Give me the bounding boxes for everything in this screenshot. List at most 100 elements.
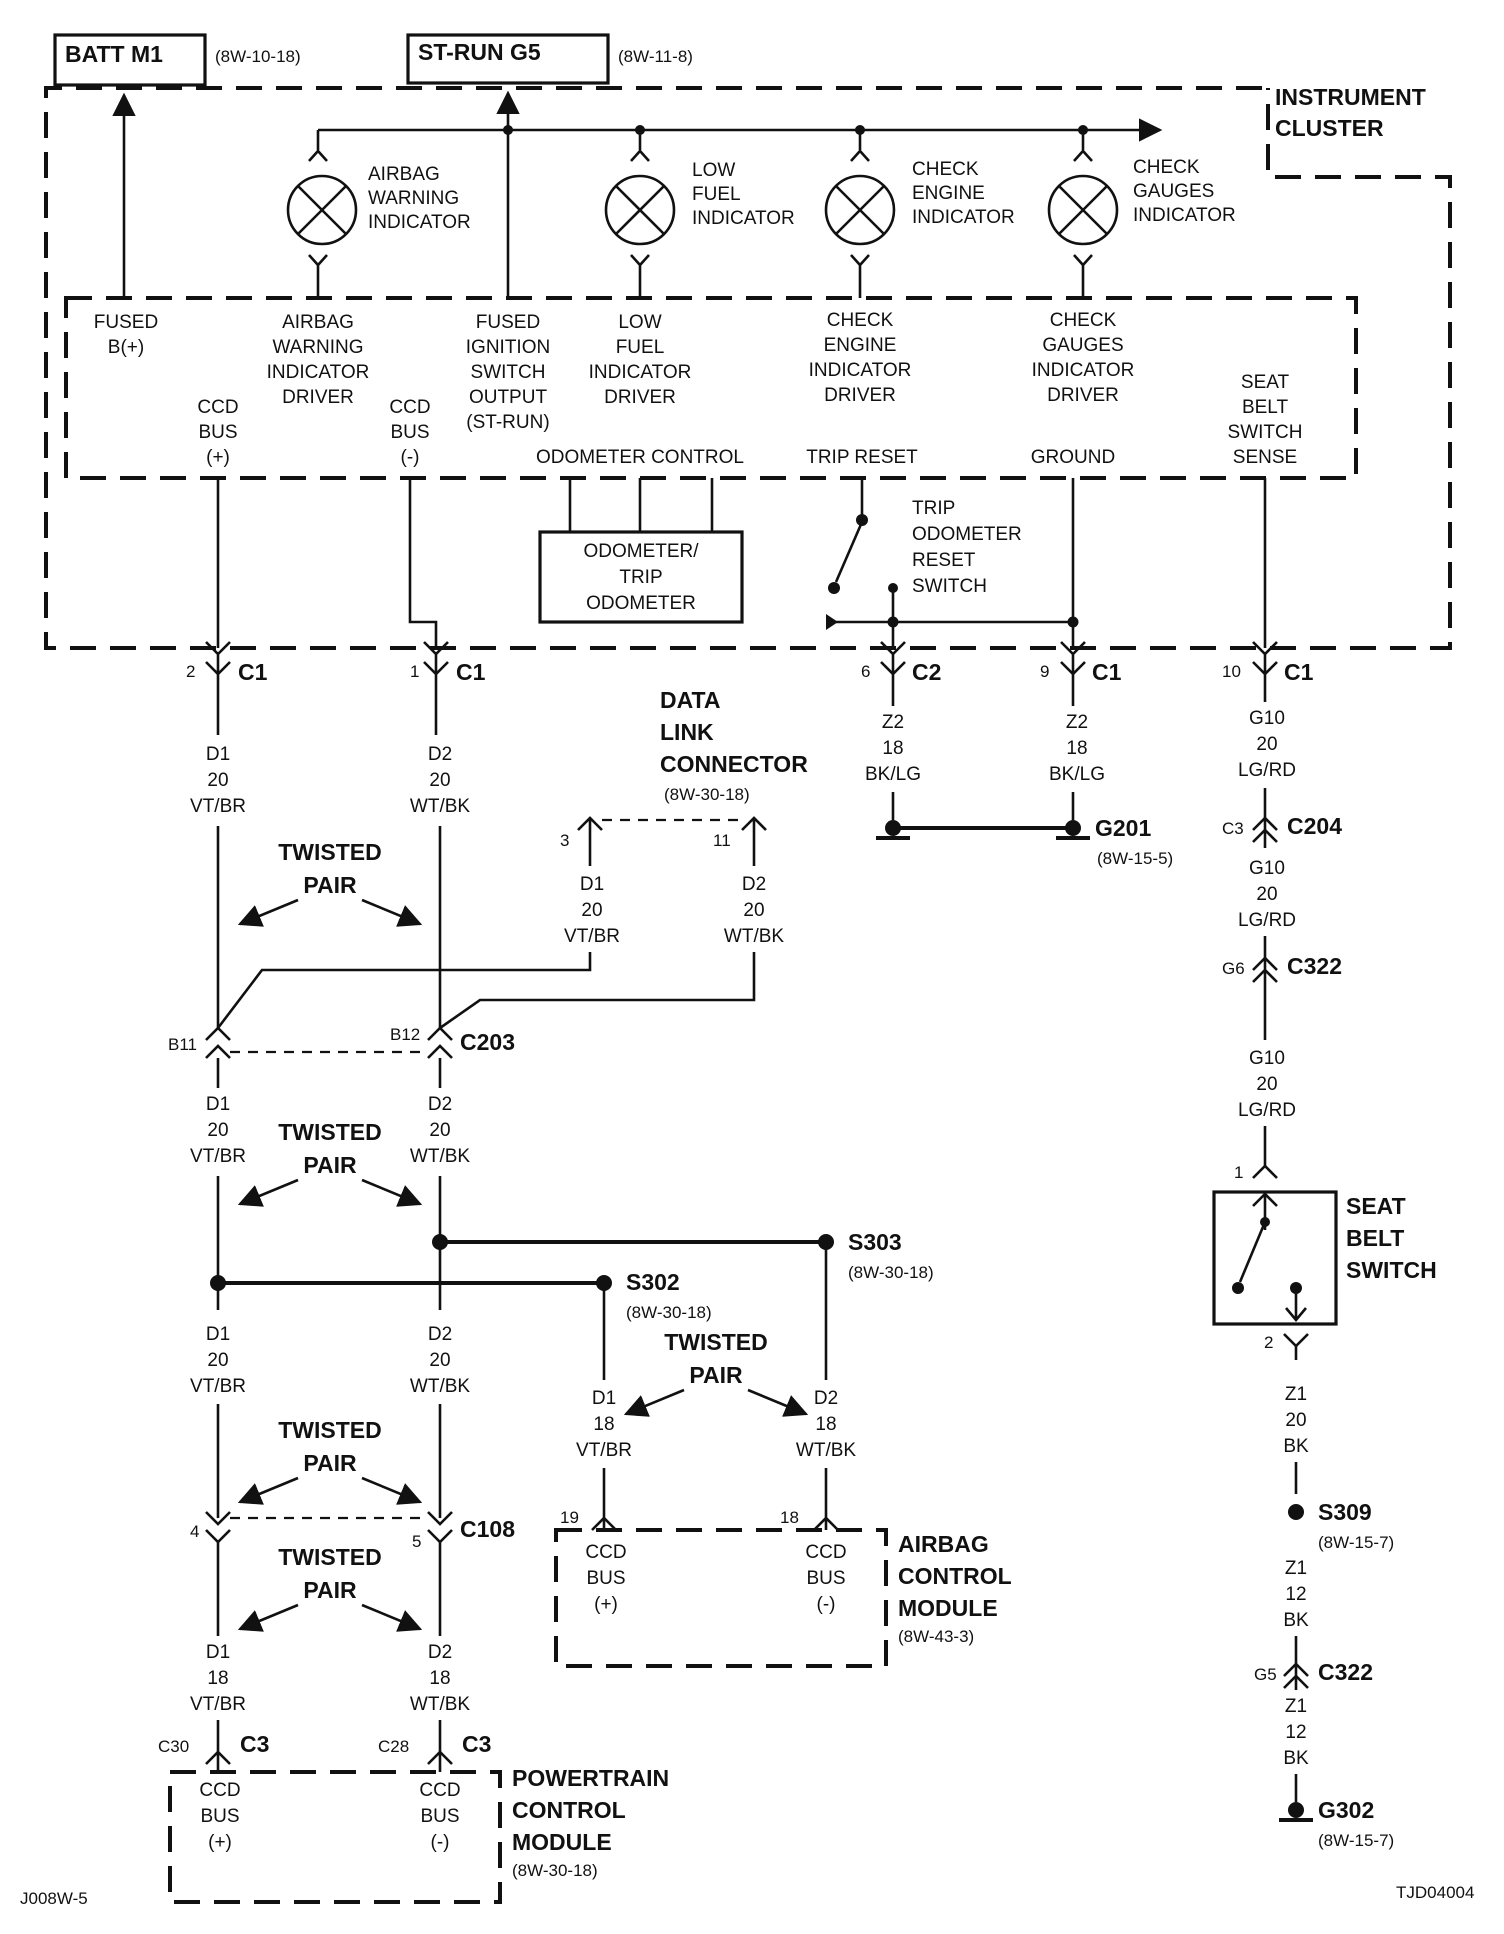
- svg-text:(8W-30-18): (8W-30-18): [664, 785, 750, 804]
- svg-text:LOW: LOW: [618, 312, 661, 333]
- svg-text:LOW: LOW: [692, 160, 735, 181]
- svg-text:6: 6: [861, 662, 870, 681]
- splice-s309-name: S309: [1318, 1499, 1372, 1525]
- svg-text:C1: C1: [1092, 659, 1122, 685]
- twisted-pair-label-3: TWISTED PAIR: [237, 1417, 423, 1505]
- batt-m1-label: BATT M1: [65, 41, 163, 67]
- svg-text:D1: D1: [206, 1324, 230, 1345]
- svg-text:CONNECTOR: CONNECTOR: [660, 751, 808, 777]
- svg-text:D1: D1: [206, 744, 230, 765]
- svg-text:WARNING: WARNING: [272, 337, 363, 358]
- svg-text:CCD: CCD: [805, 1542, 846, 1563]
- splice-s302-ref: (8W-30-18): [626, 1303, 712, 1322]
- svg-text:VT/BR: VT/BR: [190, 1376, 246, 1397]
- svg-text:GAUGES: GAUGES: [1042, 335, 1123, 356]
- connector-c108: 4 5 C108: [190, 1511, 515, 1551]
- svg-text:C1: C1: [1284, 659, 1314, 685]
- svg-text:Z1: Z1: [1285, 1696, 1307, 1717]
- splice-s309-ref: (8W-15-7): [1318, 1533, 1394, 1552]
- airbag-lamp-label: AIRBAG WARNING INDICATOR: [368, 164, 471, 233]
- svg-text:DRIVER: DRIVER: [1047, 385, 1119, 406]
- twisted-pair-label-4: TWISTED PAIR: [237, 1544, 423, 1632]
- ground-bus-arrow: [826, 614, 838, 630]
- svg-text:C1: C1: [238, 659, 268, 685]
- svg-text:C3: C3: [1222, 819, 1244, 838]
- svg-text:TWISTED: TWISTED: [664, 1329, 768, 1355]
- svg-text:SWITCH: SWITCH: [1346, 1257, 1437, 1283]
- connector-c204: C3 C204: [1222, 813, 1342, 848]
- svg-text:ODOMETER/: ODOMETER/: [583, 541, 699, 562]
- checkengine-lamp-label: CHECK ENGINE INDICATOR: [912, 159, 1015, 228]
- instrument-cluster-title-2: CLUSTER: [1275, 115, 1384, 141]
- svg-text:CONTROL: CONTROL: [512, 1797, 626, 1823]
- svg-text:18: 18: [207, 1668, 228, 1689]
- bus-junction: [503, 125, 513, 135]
- svg-text:Z1: Z1: [1285, 1558, 1307, 1579]
- wire-label-d1-mid: D1 20 VT/BR: [190, 1094, 246, 1167]
- svg-text:CHECK: CHECK: [912, 159, 979, 180]
- svg-text:SEAT: SEAT: [1241, 372, 1290, 393]
- svg-text:BUS: BUS: [390, 422, 429, 443]
- svg-text:(8W-15-5): (8W-15-5): [1097, 849, 1173, 868]
- svg-text:PAIR: PAIR: [303, 1450, 357, 1476]
- svg-text:4: 4: [190, 1522, 199, 1541]
- svg-text:C322: C322: [1287, 953, 1342, 979]
- st-run-g5-box: ST-RUN G5 (8W-11-8): [406, 33, 693, 85]
- svg-text:AIRBAG: AIRBAG: [368, 164, 440, 185]
- svg-text:20: 20: [429, 770, 450, 791]
- trip-odometer-reset-switch: TRIP ODOMETER RESET SWITCH: [828, 478, 1022, 620]
- wire-label-d1-bottom: D1 18 VT/BR: [190, 1642, 246, 1715]
- svg-text:SENSE: SENSE: [1233, 447, 1297, 468]
- svg-text:WT/BK: WT/BK: [410, 1376, 470, 1397]
- svg-text:VT/BR: VT/BR: [190, 1146, 246, 1167]
- svg-text:C2: C2: [912, 659, 941, 685]
- acm-d2-wire-label: D2 18 WT/BK: [796, 1388, 856, 1461]
- svg-text:2: 2: [186, 662, 195, 681]
- ground-g201-left: [876, 820, 910, 840]
- svg-text:1: 1: [410, 662, 419, 681]
- svg-text:18: 18: [593, 1414, 614, 1435]
- svg-text:20: 20: [429, 1120, 450, 1141]
- batt-m1-box: BATT M1 (8W-10-18): [53, 33, 301, 87]
- svg-text:FUEL: FUEL: [692, 184, 741, 205]
- connector-c1-pin2: 2 C1: [186, 641, 268, 685]
- svg-text:TWISTED: TWISTED: [278, 1544, 382, 1570]
- svg-text:C203: C203: [460, 1029, 515, 1055]
- svg-text:C3: C3: [462, 1731, 491, 1757]
- svg-text:SWITCH: SWITCH: [471, 362, 546, 383]
- check-engine-lamp: [824, 149, 896, 298]
- acm-ccd-minus-label: CCD BUS (-): [805, 1542, 846, 1615]
- low-fuel-lamp: [604, 149, 676, 298]
- checkgauges-lamp-label: CHECK GAUGES INDICATOR: [1133, 157, 1236, 226]
- svg-text:INDICATOR: INDICATOR: [1133, 205, 1236, 226]
- svg-text:WT/BK: WT/BK: [796, 1440, 856, 1461]
- instrument-cluster-title-1: INSTRUMENT: [1275, 84, 1426, 110]
- svg-text:18: 18: [429, 1668, 450, 1689]
- svg-text:(-): (-): [431, 1832, 450, 1853]
- svg-text:G10: G10: [1249, 708, 1285, 729]
- connector-c203: B11 B12 C203: [168, 1025, 515, 1059]
- svg-text:INDICATOR: INDICATOR: [267, 362, 370, 383]
- batt-m1-ref: (8W-10-18): [215, 47, 301, 66]
- svg-text:20: 20: [207, 770, 228, 791]
- svg-text:CONTROL: CONTROL: [898, 1563, 1012, 1589]
- svg-text:G5: G5: [1254, 1665, 1277, 1684]
- svg-text:11: 11: [713, 831, 731, 850]
- connector-acm-pin18: 18: [780, 1508, 839, 1531]
- svg-text:Z1: Z1: [1285, 1384, 1307, 1405]
- svg-text:CCD: CCD: [419, 1780, 460, 1801]
- svg-text:WT/BK: WT/BK: [410, 1694, 470, 1715]
- wire-label-d1-top: D1 20 VT/BR: [190, 744, 246, 817]
- svg-text:BUS: BUS: [806, 1568, 845, 1589]
- svg-text:BUS: BUS: [586, 1568, 625, 1589]
- svg-text:Z2: Z2: [1066, 712, 1088, 733]
- svg-text:D2: D2: [428, 1324, 452, 1345]
- svg-text:FUSED: FUSED: [94, 312, 158, 333]
- svg-text:VT/BR: VT/BR: [190, 796, 246, 817]
- pcm-ccd-plus-label: CCD BUS (+): [199, 1780, 240, 1853]
- svg-text:POWERTRAIN: POWERTRAIN: [512, 1765, 669, 1791]
- splice-s309-dot: [1288, 1504, 1304, 1520]
- footer-right-code: TJD04004: [1396, 1883, 1474, 1902]
- wire-label-d2-bottom: D2 18 WT/BK: [410, 1642, 470, 1715]
- svg-text:B(+): B(+): [108, 337, 144, 358]
